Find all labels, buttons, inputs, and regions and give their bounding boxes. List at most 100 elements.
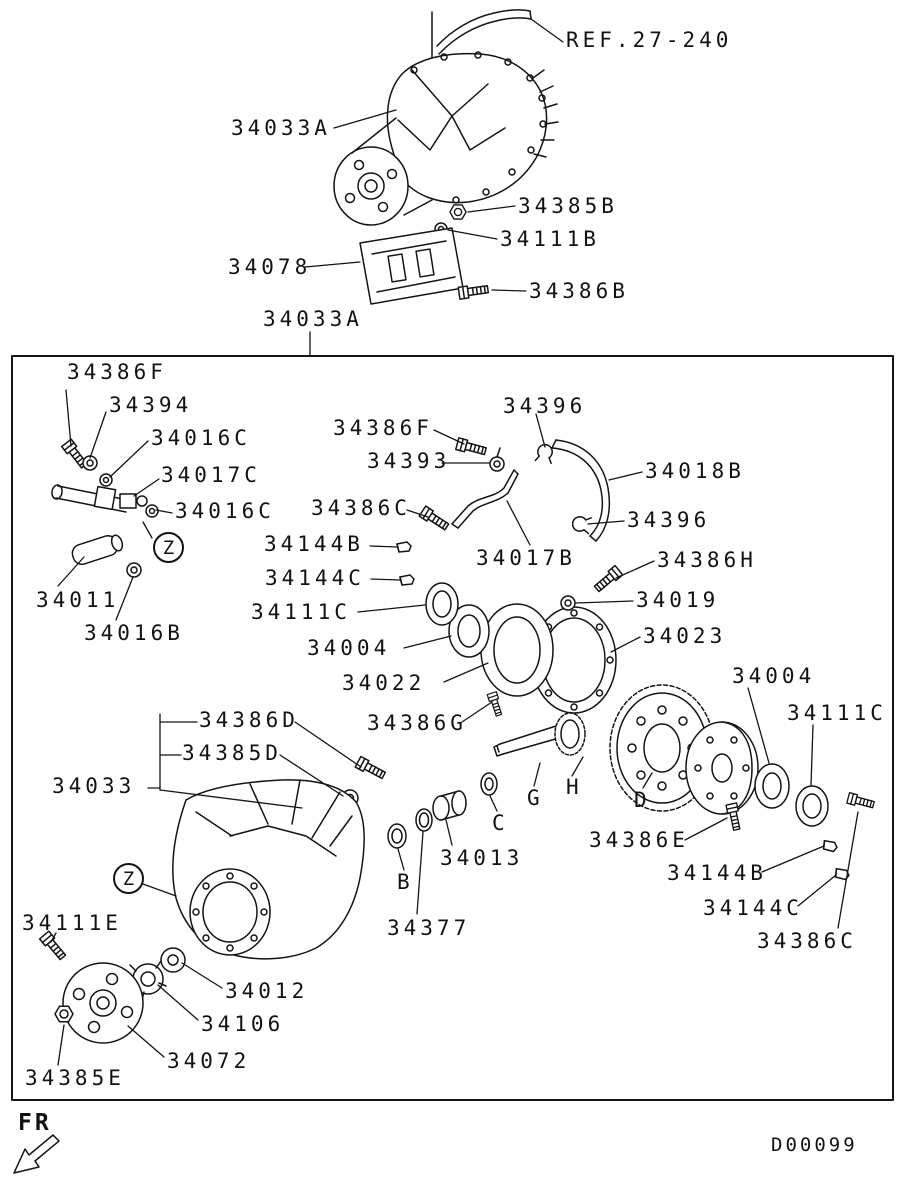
- part-34072-flange: [62, 962, 144, 1044]
- part-34078-damper-bracket: [359, 227, 464, 305]
- callout-34385b: 34385B: [518, 194, 618, 218]
- callout-34144c-2: 34144C: [703, 896, 803, 920]
- part-34018b-hose: [551, 447, 604, 537]
- detail-box-border: [11, 355, 894, 1101]
- callout-34016b: 34016B: [84, 621, 184, 645]
- callout-34012: 34012: [225, 979, 309, 1003]
- part-34017c-fitting: [119, 493, 137, 509]
- differential-case-cluster-drawing: [609, 684, 876, 882]
- callout-34111c-2: 34111C: [787, 701, 887, 725]
- callout-34386b: 34386B: [529, 279, 629, 303]
- callout-34386d: 34386D: [199, 708, 299, 732]
- callout-34144b-1: 34144B: [264, 532, 364, 556]
- callout-34144b-2: 34144B: [667, 861, 767, 885]
- callout-34386f-2: 34386F: [333, 416, 433, 440]
- callout-34017c: 34017C: [161, 463, 261, 487]
- callout-34396-2: 34396: [627, 508, 711, 532]
- callout-34004-2: 34004: [732, 664, 816, 688]
- callout-34386g: 34386G: [367, 711, 467, 735]
- callout-34111b: 34111B: [500, 227, 600, 251]
- section-letter-b: B: [397, 870, 410, 894]
- callout-34022: 34022: [342, 671, 426, 695]
- leader-lines: [50, 18, 859, 1066]
- section-letter-d: D: [634, 788, 647, 812]
- part-34144b-clip-1: [396, 541, 412, 553]
- part-34386f-bolt-2: [455, 437, 488, 458]
- part-34386c-bolt-2: [846, 792, 876, 811]
- callout-34013: 34013: [440, 846, 524, 870]
- callout-34393: 34393: [367, 449, 451, 473]
- part-34111c-race-1: [425, 582, 459, 626]
- callout-34385d: 34385D: [182, 741, 282, 765]
- part-diff-case: [685, 721, 759, 815]
- fr-direction-arrow: [13, 1134, 60, 1174]
- callout-34018b: 34018B: [645, 459, 745, 483]
- callout-34111c-1: 34111C: [251, 600, 351, 624]
- callout-34144c-1: 34144C: [265, 566, 365, 590]
- part-b-bushing: [387, 823, 407, 849]
- callout-34394: 34394: [109, 393, 193, 417]
- part-pinion-gear-head: [554, 712, 586, 756]
- callout-34386c-1: 34386C: [311, 496, 411, 520]
- callout-34004-1: 34004: [307, 636, 391, 660]
- part-34019-washer: [560, 595, 576, 611]
- part-34386c-bolt-1: [418, 505, 451, 533]
- part-34004-bearing-2: [754, 763, 790, 809]
- callout-34386e: 34386E: [589, 828, 689, 852]
- fr-direction-label: FR: [18, 1110, 52, 1136]
- callout-34011: 34011: [36, 588, 120, 612]
- callout-34023: 34023: [643, 624, 727, 648]
- carrier-housing-cluster-drawing: [38, 755, 498, 1044]
- part-34016b-ring: [126, 562, 142, 578]
- part-34386h-bolt: [592, 564, 624, 595]
- callout-34072: 34072: [167, 1049, 251, 1073]
- part-34017b-pipe: [451, 469, 515, 525]
- breather-hose-cluster-drawing: [451, 437, 611, 542]
- detail-marker-z-1: Z: [153, 532, 184, 563]
- part-c-washer: [480, 772, 498, 796]
- callout-34106: 34106: [201, 1012, 285, 1036]
- part-34393-fitting: [489, 456, 505, 472]
- callout-34033: 34033: [52, 774, 136, 798]
- document-code: D00099: [771, 1134, 858, 1156]
- callout-34033a-2: 34033A: [263, 307, 363, 331]
- companion-flange-top: [333, 146, 409, 226]
- part-34022-gear: [480, 603, 554, 697]
- callout-34396-1: 34396: [503, 394, 587, 418]
- top-differential-assembly-drawing: [333, 9, 559, 305]
- callout-34111e: 34111E: [22, 911, 122, 935]
- left-sensor-cluster-drawing: [51, 438, 159, 578]
- callout-34386c-2: 34386C: [757, 929, 857, 953]
- section-letter-h: H: [566, 775, 579, 799]
- part-34377-shim: [415, 808, 433, 832]
- callout-34377: 34377: [387, 916, 471, 940]
- callout-34016c-1: 34016C: [151, 426, 251, 450]
- callout-34385e: 34385E: [25, 1066, 125, 1090]
- part-34111c-race-2: [795, 785, 829, 827]
- part-34385e-nut: [54, 1005, 74, 1023]
- part-34013-collar: [432, 795, 450, 821]
- part-34016c-ring-2: [145, 504, 159, 518]
- callout-34016c-2: 34016C: [175, 499, 275, 523]
- callout-34033a-1: 34033A: [231, 116, 331, 140]
- part-34012-washer: [160, 947, 186, 973]
- callout-ref-27-240: REF.27-240: [566, 28, 733, 52]
- section-letter-c: C: [492, 811, 505, 835]
- part-34144c-clip-1: [399, 574, 415, 586]
- part-34394-washer: [82, 455, 98, 471]
- section-letter-g: G: [527, 786, 540, 810]
- callout-34386h: 34386H: [657, 548, 757, 572]
- part-34016c-ring-1: [99, 473, 113, 487]
- part-pinion-shaft: [499, 725, 557, 745]
- part-34004-bearing-1: [448, 604, 490, 658]
- callout-34019: 34019: [636, 588, 720, 612]
- part-34111e-bolt: [38, 930, 69, 962]
- pinion-gear-train-drawing: [396, 505, 624, 757]
- breather-hose-top: [436, 9, 531, 47]
- detail-marker-z-2: Z: [113, 863, 144, 894]
- callout-34017b: 34017B: [476, 546, 576, 570]
- part-34386d-bolt: [354, 755, 388, 782]
- carrier-housing-top: [386, 52, 548, 204]
